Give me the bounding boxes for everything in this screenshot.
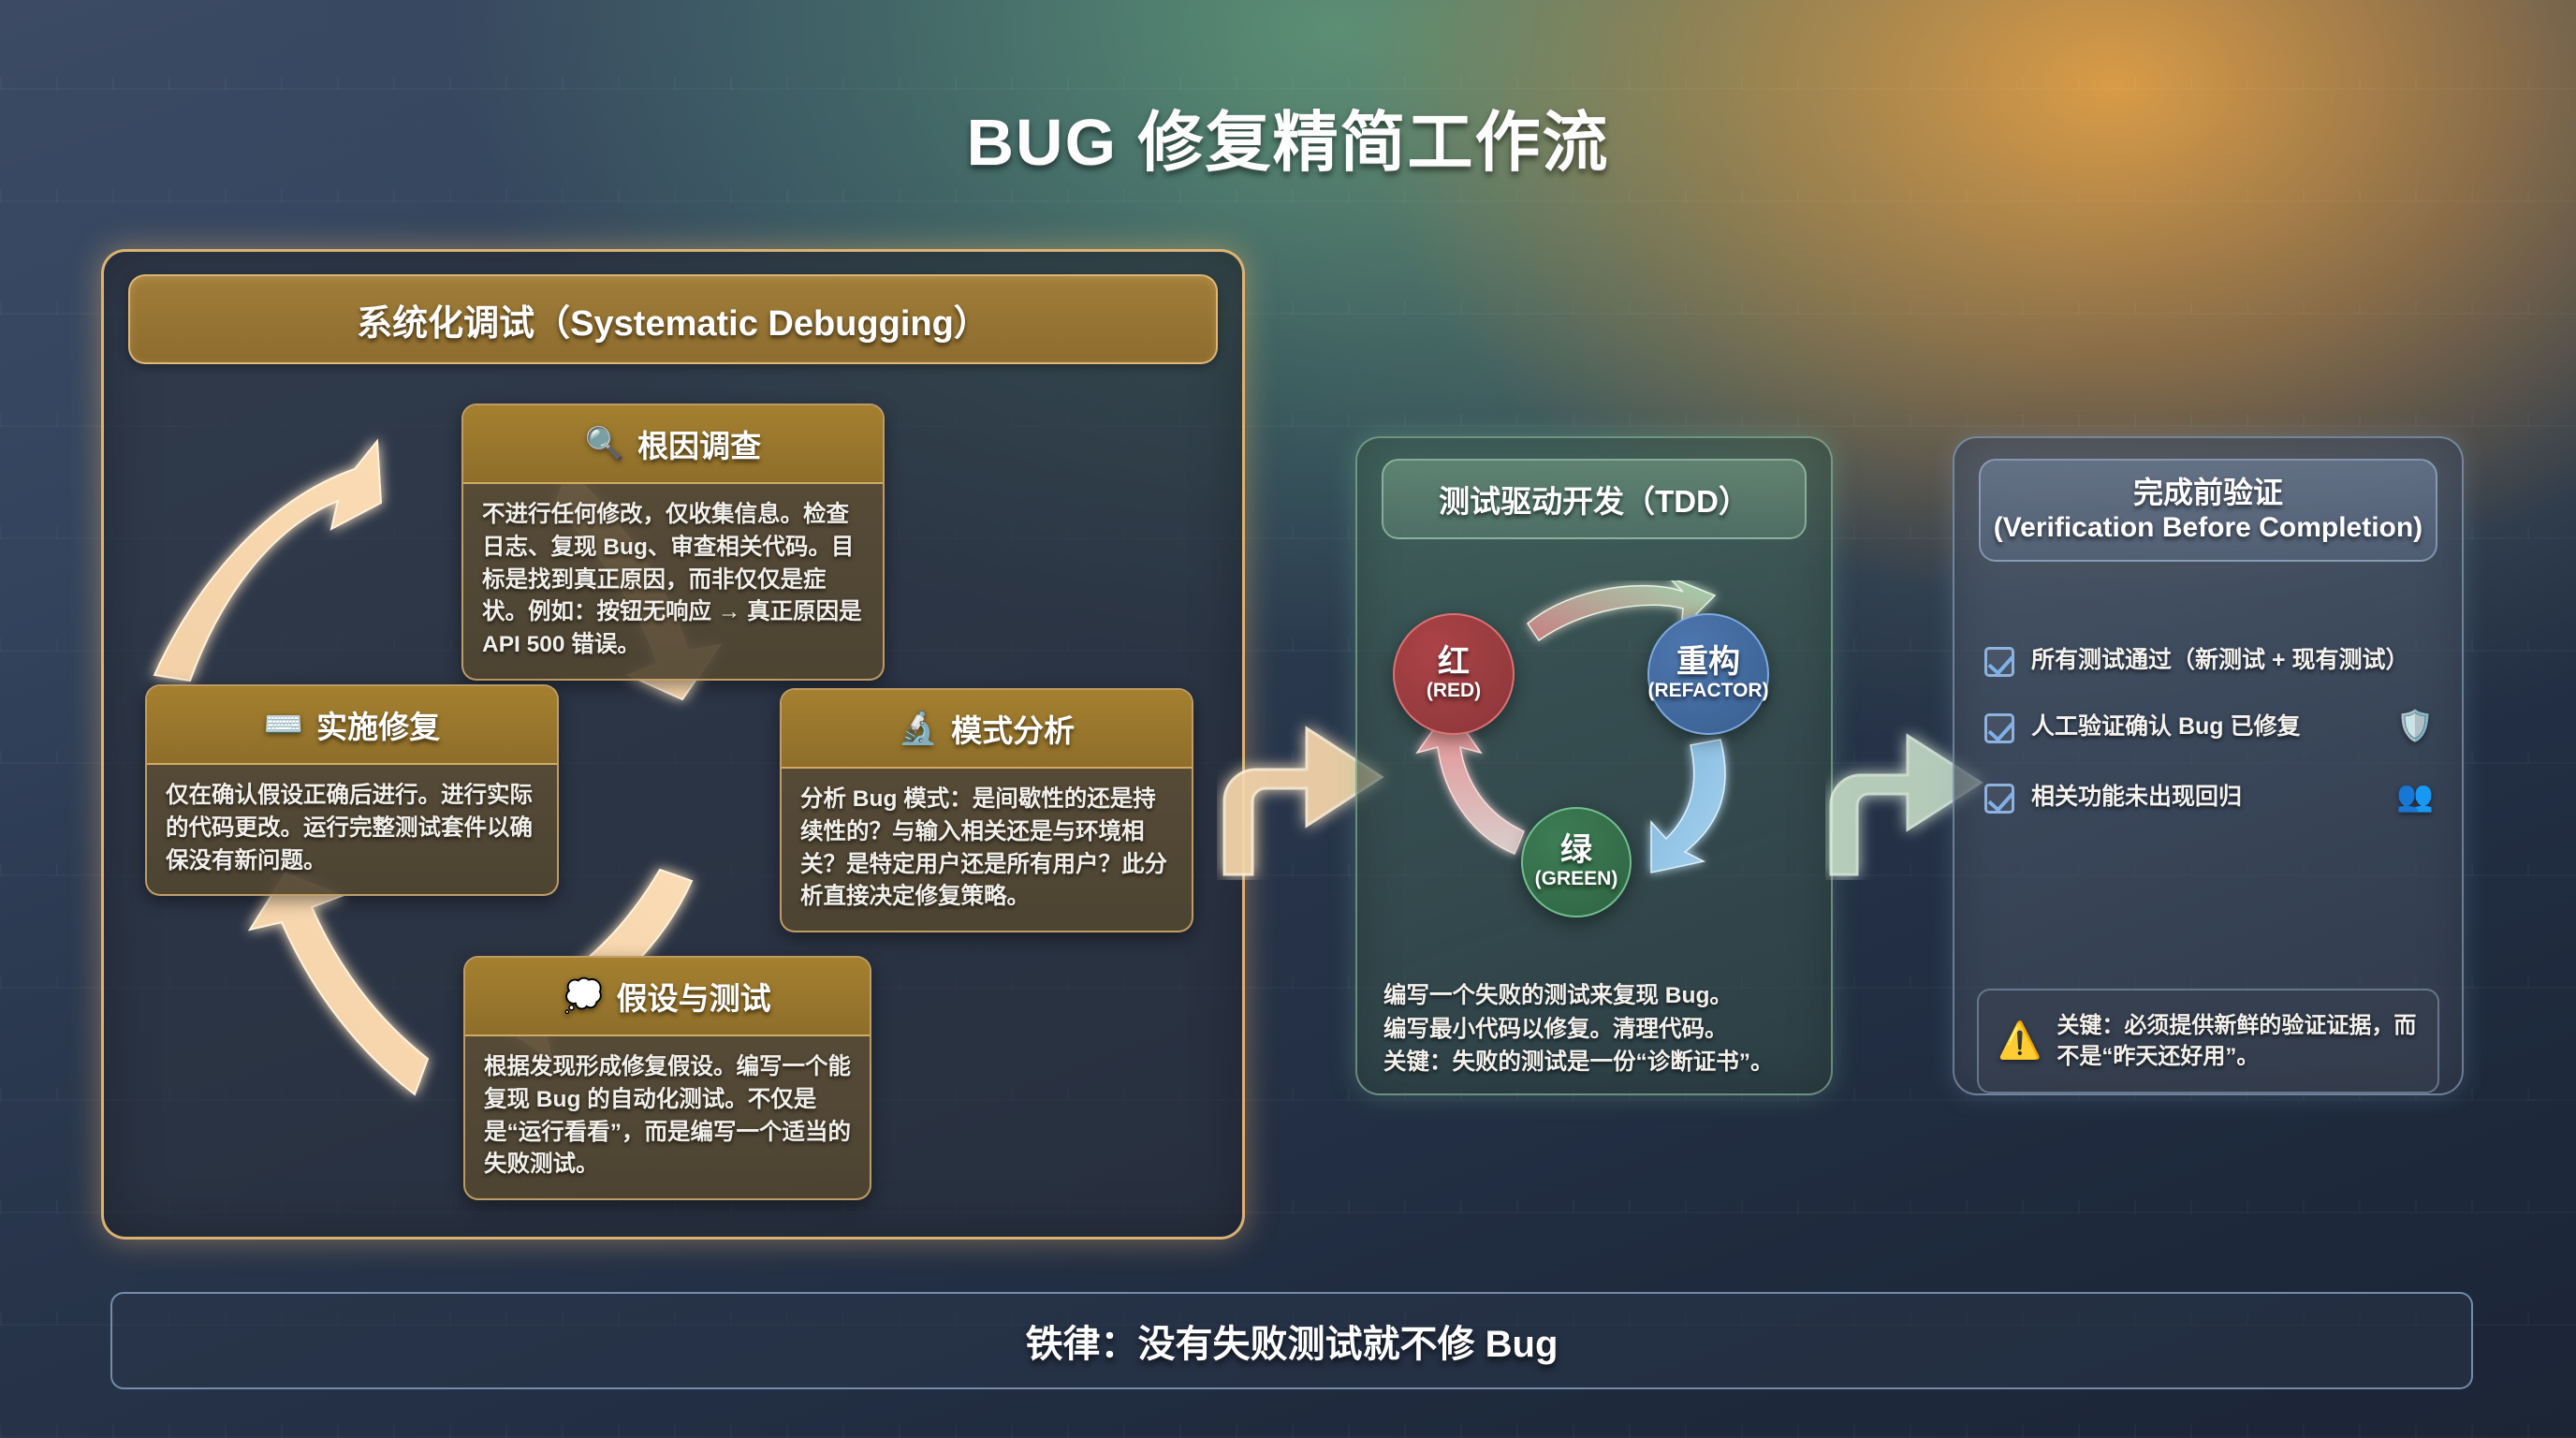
tdd-cycle-arrows (1415, 580, 1726, 873)
tdd-circle-label-cn: 红 (1438, 643, 1470, 680)
card-body-text: 分析 Bug 模式：是间歇性的还是持续性的？与输入相关还是与环境相关？是特定用户… (800, 786, 1167, 910)
card-title: 模式分析 (951, 713, 1076, 748)
tdd-description-line: 关键：失败的测试是一份“诊断证书”。 (1383, 1049, 1774, 1076)
checkbox-checked-icon[interactable] (1984, 784, 2014, 814)
step-card-pattern-analysis[interactable]: 🔬 模式分析 分析 Bug 模式：是间歇性的还是持续性的？与输入相关还是与环境相… (780, 688, 1193, 933)
card-body-text: 根据发现形成修复假设。编写一个能复现 Bug 的自动化测试。不仅是是“运行看看”… (484, 1054, 851, 1178)
warning-triangle-icon: ⚠️ (1998, 1021, 2042, 1061)
tdd-panel-header: 测试驱动开发（TDD） (1382, 459, 1807, 539)
verification-panel: 完成前验证 (Verification Before Completion) (1953, 436, 2464, 1095)
checklist-item[interactable]: 相关功能未出现回归 👥 (1984, 781, 2434, 814)
users-icon: 👥 (2396, 779, 2434, 813)
arrow-tdd-to-verify (1829, 733, 1983, 876)
tdd-circle-label-cn: 重构 (1676, 643, 1740, 680)
thought-bubble-icon: 💭 (564, 978, 604, 1014)
card-header: 🔍 根因调查 (463, 405, 883, 484)
card-body-text: 仅在确认假设正确后进行。进行实际的代码更改。运行完整测试套件以确保没有新问题。 (166, 783, 533, 873)
verify-header-cn: 完成前验证 (2132, 476, 2283, 510)
tdd-panel: 测试驱动开发（TDD） (1355, 436, 1833, 1095)
tdd-circle-green[interactable]: 绿 (GREEN) (1521, 807, 1632, 917)
shield-check-icon: 🛡️ (2396, 709, 2434, 742)
card-title: 假设与测试 (616, 981, 771, 1016)
card-header: ⌨️ 实施修复 (147, 686, 557, 765)
step-card-hypothesis-test[interactable]: 💭 假设与测试 根据发现形成修复假设。编写一个能复现 Bug 的自动化测试。不仅… (463, 956, 871, 1201)
tdd-circle-red[interactable]: 红 (RED) (1393, 613, 1515, 735)
card-title: 实施修复 (316, 710, 441, 744)
checklist-item-label: 人工验证确认 Bug 已修复 (2031, 713, 2301, 740)
magnifying-glass-icon: 🔍 (584, 426, 625, 462)
systematic-debugging-panel: 系统化调试（Systematic Debugging） 🔍 根因调查 (101, 249, 1245, 1240)
tdd-circle-label-en: (REFACTOR) (1647, 680, 1769, 702)
checklist-item-label: 相关功能未出现回归 (2031, 784, 2243, 810)
verification-checklist: 所有测试通过（新测试 + 现有测试） 人工验证确认 Bug 已修复 🛡️ 相关功… (1984, 644, 2434, 847)
tdd-circle-label-en: (GREEN) (1534, 868, 1618, 890)
checkbox-checked-icon[interactable] (1984, 647, 2014, 677)
checklist-item-label: 所有测试通过（新测试 + 现有测试） (2031, 647, 2409, 673)
chart-analysis-icon: 🔬 (898, 711, 939, 746)
tdd-description-line: 编写最小代码以修复。清理代码。 (1383, 1016, 1728, 1042)
footer-text: 铁律：没有失败测试就不修 Bug (1025, 1324, 1559, 1365)
debug-panel-header: 系统化调试（Systematic Debugging） (128, 274, 1218, 364)
checklist-item[interactable]: 所有测试通过（新测试 + 现有测试） (1984, 644, 2434, 677)
tdd-circle-label-cn: 绿 (1560, 831, 1592, 868)
tdd-description-line: 编写一个失败的测试来复现 Bug。 (1383, 983, 1733, 1008)
tdd-circle-refactor[interactable]: 重构 (REFACTOR) (1647, 613, 1769, 735)
tdd-description: 编写一个失败的测试来复现 Bug。 编写最小代码以修复。清理代码。 关键：失败的… (1383, 979, 1823, 1079)
step-card-root-cause[interactable]: 🔍 根因调查 不进行任何修改，仅收集信息。检查日志、复现 Bug、审查相关代码。… (461, 404, 885, 681)
step-card-implement-fix[interactable]: ⌨️ 实施修复 仅在确认假设正确后进行。进行实际的代码更改。运行完整测试套件以确… (145, 684, 559, 897)
footer-banner: 铁律：没有失败测试就不修 Bug (110, 1292, 2473, 1389)
card-body-text: 不进行任何修改，仅收集信息。检查日志、复现 Bug、审查相关代码。目标是找到真正… (482, 502, 862, 658)
verify-panel-header: 完成前验证 (Verification Before Completion) (1979, 459, 2437, 562)
page-title: BUG 修复精简工作流 (966, 106, 1610, 179)
checkbox-checked-icon[interactable] (1984, 713, 2014, 743)
verification-warning-box: ⚠️ 关键：必须提供新鲜的验证证据，而不是“昨天还好用”。 (1977, 989, 2439, 1093)
arrow-debug-to-tdd (1222, 726, 1384, 876)
verify-header-en: (Verification Before Completion) (1993, 512, 2423, 544)
verification-warning-text: 关键：必须提供新鲜的验证证据，而不是“昨天还好用”。 (2056, 1012, 2417, 1069)
tdd-circle-label-en: (RED) (1426, 680, 1482, 702)
keyboard-icon: ⌨️ (263, 707, 304, 742)
card-title: 根因调查 (637, 429, 762, 463)
checklist-item[interactable]: 人工验证确认 Bug 已修复 🛡️ (1984, 711, 2434, 743)
card-header: 🔬 模式分析 (782, 690, 1192, 769)
card-header: 💭 假设与测试 (465, 958, 870, 1036)
